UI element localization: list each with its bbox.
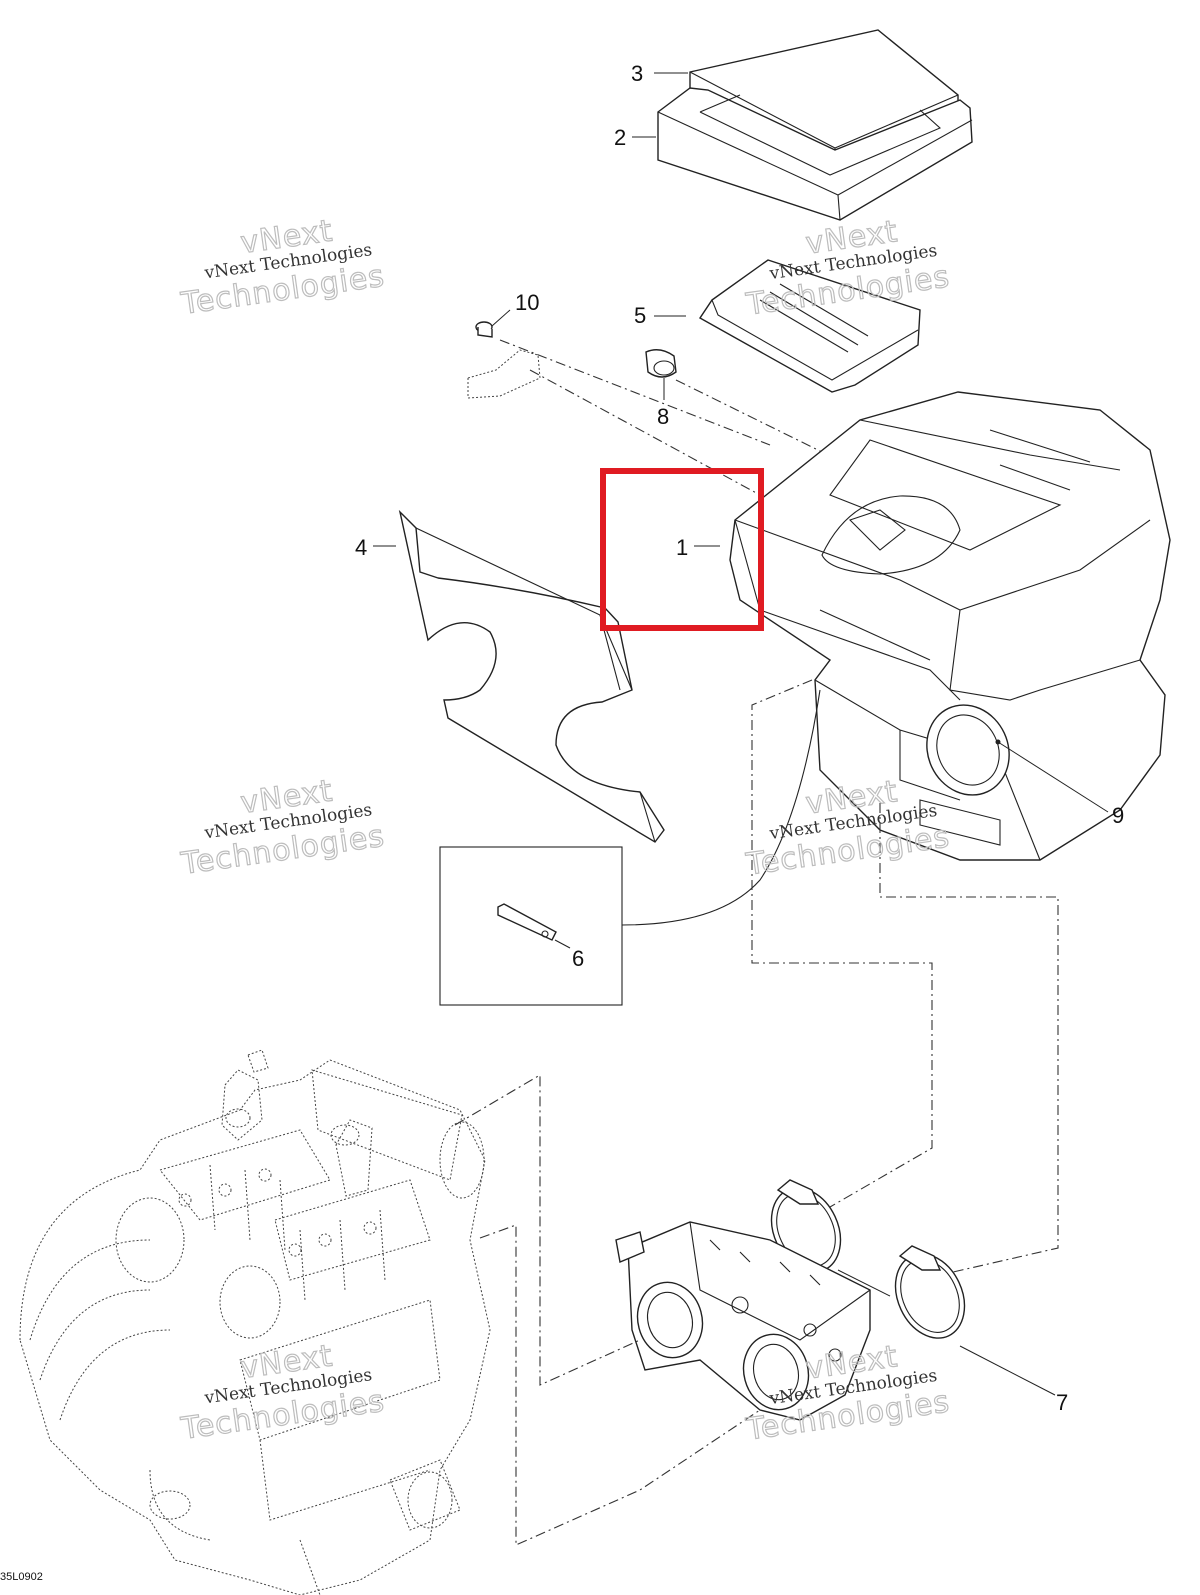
assembly-line bbox=[499, 339, 771, 446]
callout-1: 1 bbox=[676, 535, 688, 560]
callout-10: 10 bbox=[515, 290, 539, 315]
highlight-box bbox=[600, 468, 764, 631]
callout-6: 6 bbox=[572, 946, 584, 971]
part-6-clip[interactable] bbox=[497, 903, 557, 941]
assembly-line bbox=[837, 1269, 891, 1297]
part-7-clamp-lower[interactable] bbox=[882, 1243, 977, 1350]
leader-line bbox=[554, 939, 571, 949]
assembly-line bbox=[479, 1224, 761, 1546]
assembly-line bbox=[454, 1074, 641, 1386]
drawing-code: 35L0902 bbox=[0, 1571, 43, 1583]
assembly-line bbox=[529, 369, 761, 496]
callout-5: 5 bbox=[634, 303, 646, 328]
part-10-screw[interactable] bbox=[475, 321, 493, 338]
assembly-line bbox=[675, 379, 823, 453]
engine-block bbox=[19, 1049, 491, 1595]
part-4-foam-panel[interactable] bbox=[398, 509, 665, 843]
part-2-foam-frame[interactable] bbox=[657, 87, 973, 221]
leader-line bbox=[491, 309, 511, 327]
callout-3: 3 bbox=[631, 61, 643, 86]
assembly-line bbox=[751, 679, 933, 1208]
leader-line bbox=[997, 741, 1109, 813]
watermark: vNext vNext Technologies Technologies bbox=[178, 773, 388, 883]
watermark: vNext vNext Technologies Technologies bbox=[743, 214, 953, 324]
callout-7: 7 bbox=[1056, 1390, 1068, 1415]
part-8-grommet[interactable] bbox=[645, 349, 677, 378]
leader-line bbox=[959, 1345, 1056, 1396]
detail-box-part-6 bbox=[439, 689, 821, 1006]
watermark: vNext vNext Technologies Technologies bbox=[178, 1338, 388, 1448]
part-5-plate[interactable] bbox=[698, 259, 921, 393]
watermark: vNext vNext Technologies Technologies bbox=[178, 213, 388, 323]
throttle-body-assembly bbox=[615, 1221, 871, 1421]
bracket bbox=[467, 349, 541, 399]
callout-4: 4 bbox=[355, 535, 367, 560]
callout-2: 2 bbox=[614, 125, 626, 150]
callout-8: 8 bbox=[657, 404, 669, 429]
assembly-line bbox=[879, 803, 1059, 1276]
callout-9: 9 bbox=[1112, 803, 1124, 828]
part-1-airbox[interactable] bbox=[729, 391, 1171, 861]
